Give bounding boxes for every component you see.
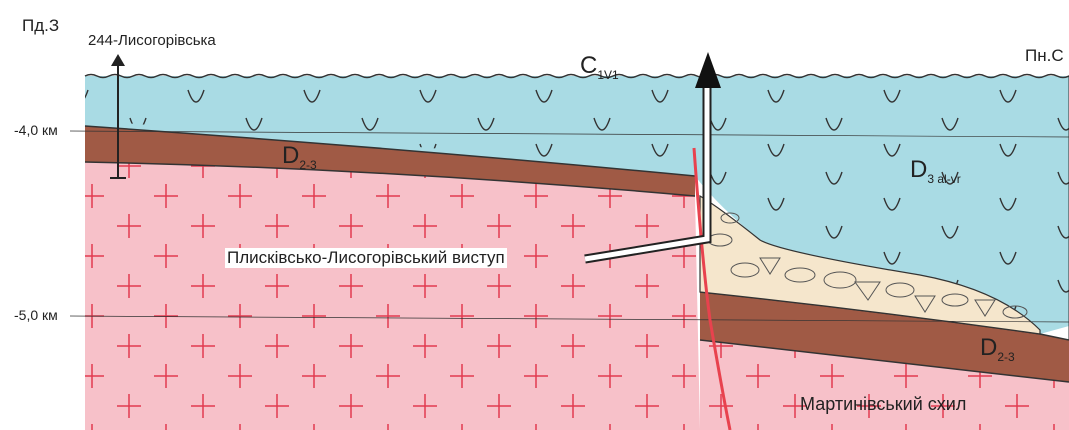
depth-label-5km: -5,0 км — [14, 307, 58, 323]
stratum-label-devonian-east: D2-3 — [980, 334, 1015, 364]
stratum-label-devonian-upper: D3 al-vr — [910, 156, 961, 186]
basement-crosses — [85, 162, 700, 430]
west-direction-label: Пд.З — [22, 16, 59, 36]
stratum-label-devonian-west: D2-3 — [282, 142, 317, 172]
slope-label: Мартинівський схил — [800, 394, 966, 415]
north-arrow-icon — [695, 52, 721, 88]
east-direction-label: Пн.С — [1025, 46, 1064, 66]
well-arrow-icon — [111, 54, 125, 66]
depth-label-4km: -4,0 км — [14, 122, 58, 138]
stratum-label-carboniferous: C1V1 — [580, 52, 619, 82]
well-label: 244-Лисогорівська — [88, 32, 216, 49]
uplift-label: Плисківсько-Лисогорівський виступ — [225, 248, 507, 268]
